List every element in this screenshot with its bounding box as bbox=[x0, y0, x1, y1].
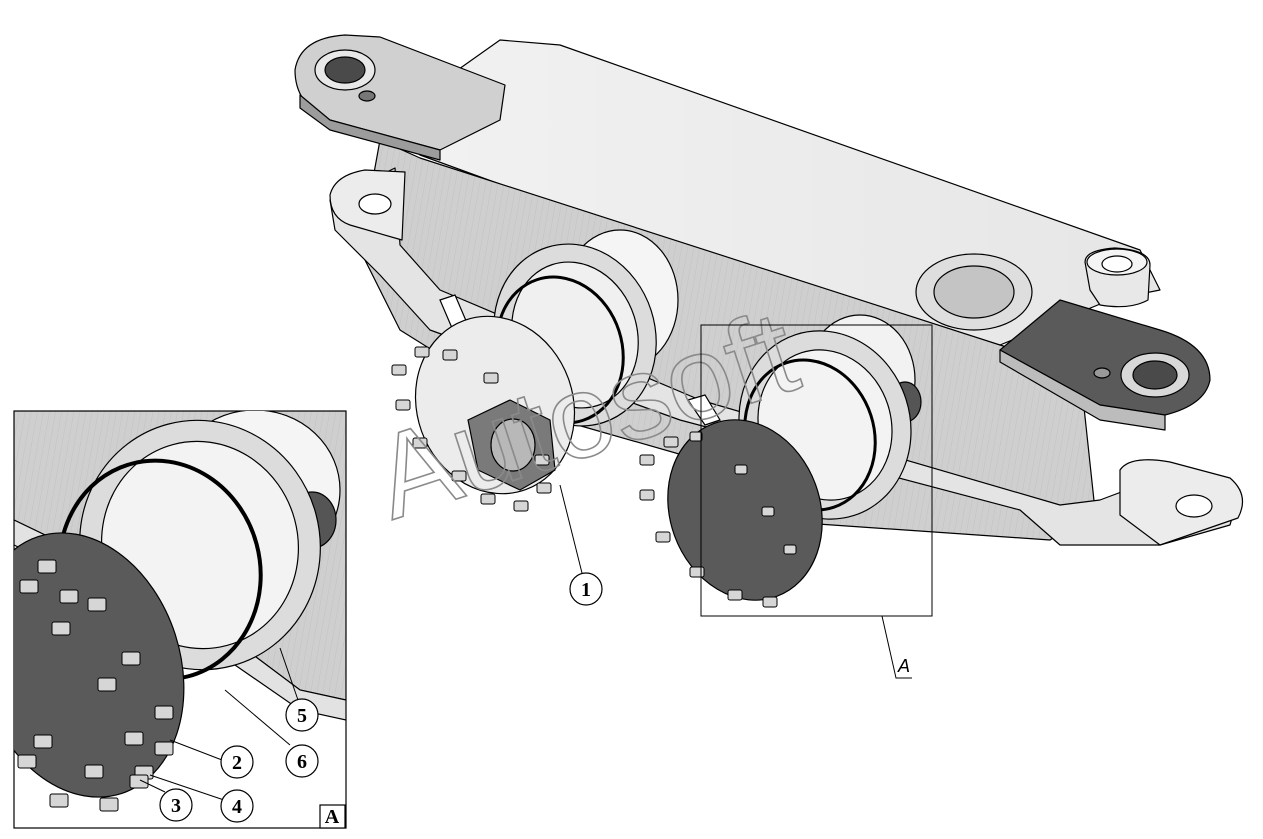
left-lug-small-hole bbox=[358, 90, 376, 102]
callout-5-circle bbox=[285, 698, 319, 732]
right-ear-hole bbox=[1175, 494, 1213, 518]
right-lug-small-hole bbox=[1093, 367, 1111, 379]
left-ear-hole bbox=[358, 193, 392, 215]
bolt bbox=[761, 506, 775, 517]
bolt bbox=[689, 566, 705, 578]
callout-2-circle bbox=[220, 745, 254, 779]
bolt bbox=[391, 364, 407, 376]
bolt bbox=[727, 589, 743, 601]
bolt bbox=[480, 493, 496, 505]
bolt bbox=[734, 464, 748, 475]
detail-cover-plate bbox=[14, 532, 185, 798]
bolt bbox=[536, 482, 552, 494]
bolt bbox=[639, 489, 655, 501]
callout-5-number: 5 bbox=[297, 705, 307, 727]
view-a-leader bbox=[881, 615, 912, 679]
bolt bbox=[19, 579, 39, 594]
bolt bbox=[655, 531, 671, 543]
detail-leaders bbox=[139, 647, 299, 801]
callout-1-circle bbox=[569, 572, 603, 606]
callout-6-number: 6 bbox=[297, 751, 307, 773]
left-lug-bore-inner bbox=[324, 56, 366, 84]
callout-3-circle bbox=[159, 788, 193, 822]
bolt bbox=[483, 372, 499, 384]
bolt bbox=[689, 431, 703, 442]
left-cover-plate bbox=[414, 315, 576, 495]
detail-label-letter: A bbox=[325, 806, 340, 828]
bolt bbox=[412, 437, 428, 449]
detail-label-box bbox=[319, 804, 346, 829]
bolt bbox=[17, 754, 37, 769]
detail-view-a: 5 6 2 3 4 A bbox=[13, 410, 347, 829]
right-lug-bore-inner bbox=[1132, 360, 1178, 390]
bolt bbox=[154, 705, 174, 720]
detail-bolts bbox=[17, 559, 174, 812]
bolt-set-right bbox=[639, 431, 797, 608]
callout-1-number: 1 bbox=[581, 579, 591, 601]
view-a-frame bbox=[700, 324, 933, 617]
view-a-marker bbox=[700, 324, 933, 679]
adapter-bore bbox=[490, 418, 536, 472]
right-cover-plate bbox=[667, 419, 823, 601]
bolt bbox=[59, 589, 79, 604]
view-a-letter: A bbox=[897, 656, 910, 676]
right-gasket-tab bbox=[687, 394, 721, 426]
top-inspection-flange bbox=[915, 253, 1033, 331]
bolt bbox=[87, 597, 107, 612]
callout-4-number: 4 bbox=[232, 796, 242, 818]
left-bearing-lug bbox=[294, 34, 506, 151]
callout-2-number: 2 bbox=[232, 752, 242, 774]
bolt bbox=[37, 559, 57, 574]
bolt bbox=[154, 741, 174, 756]
bolt bbox=[442, 349, 458, 361]
bolt bbox=[97, 677, 117, 692]
bolt bbox=[49, 793, 69, 808]
bolt bbox=[451, 470, 467, 482]
bolt bbox=[121, 651, 141, 666]
bolt bbox=[783, 544, 797, 555]
bolt bbox=[639, 454, 655, 466]
bolt bbox=[414, 346, 430, 358]
bolt bbox=[513, 500, 529, 512]
bolt bbox=[762, 596, 778, 608]
bolt bbox=[51, 621, 71, 636]
bolt bbox=[663, 436, 679, 448]
bolt-set-left bbox=[391, 346, 552, 512]
bolt bbox=[99, 797, 119, 812]
right-lug-side bbox=[999, 349, 1166, 431]
bolt bbox=[129, 774, 149, 789]
callout-4-circle bbox=[220, 789, 254, 823]
callout-1-leader bbox=[559, 484, 583, 574]
left-lug-side bbox=[299, 94, 441, 161]
bolt bbox=[534, 454, 550, 466]
bolt bbox=[395, 399, 411, 411]
callout-6-circle bbox=[285, 744, 319, 778]
bolt bbox=[84, 764, 104, 779]
bolt bbox=[124, 731, 144, 746]
callout-3-number: 3 bbox=[171, 795, 181, 817]
filler-fitting bbox=[1084, 247, 1151, 308]
bolt bbox=[33, 734, 53, 749]
